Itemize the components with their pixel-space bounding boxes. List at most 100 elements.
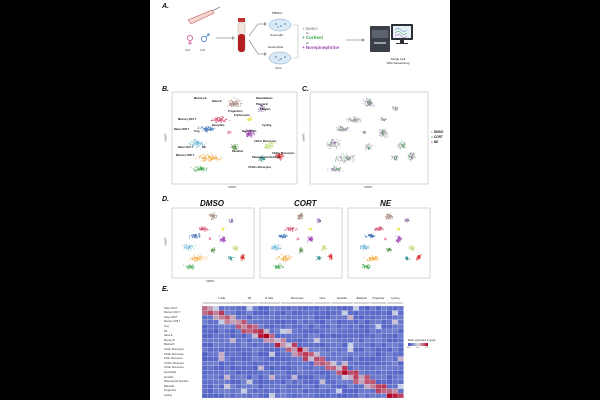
cluster-label: Plasma B bbox=[256, 103, 268, 106]
heatmap-cell bbox=[229, 393, 236, 399]
umap-cell-point bbox=[330, 257, 333, 259]
heatmap-cell bbox=[364, 338, 371, 343]
umap-cell-point bbox=[194, 245, 196, 247]
umap-cell-point bbox=[214, 158, 216, 160]
heatmap-cell bbox=[297, 370, 303, 376]
umap-cell-point bbox=[395, 107, 397, 109]
heatmap-cell bbox=[341, 319, 348, 325]
heatmap-cell bbox=[369, 365, 376, 371]
umap-cell-point bbox=[194, 258, 197, 260]
colorbar-tick-2: 2.0 bbox=[425, 347, 429, 349]
heatmap-cell bbox=[280, 319, 287, 325]
heatmap-cell bbox=[336, 351, 343, 357]
umap-cell-point bbox=[360, 247, 362, 250]
heatmap-cell bbox=[336, 324, 343, 330]
heatmap-cell bbox=[241, 388, 247, 394]
umap-cell-point bbox=[326, 141, 329, 143]
heatmap-cell bbox=[229, 342, 236, 348]
heatmap-cell bbox=[308, 361, 315, 366]
heatmap-cell bbox=[280, 393, 287, 399]
umap-cell-point bbox=[364, 147, 366, 149]
umap-cell-point bbox=[186, 265, 188, 267]
heatmap-cell bbox=[201, 324, 208, 330]
pbmc-dish-icon bbox=[268, 18, 292, 32]
heatmap-cell bbox=[224, 361, 231, 366]
umap-cell-point bbox=[281, 237, 284, 239]
heatmap-group-label: Basophil bbox=[356, 297, 367, 300]
umap-cell-point bbox=[335, 127, 337, 129]
umap-cell-point bbox=[418, 256, 421, 258]
umap-cell-point bbox=[233, 248, 235, 250]
umap-cell-point bbox=[367, 245, 369, 247]
umap-cell-point bbox=[335, 168, 337, 171]
umap-cell-point bbox=[201, 158, 203, 160]
umap-cell-point bbox=[186, 243, 188, 245]
heatmap-cell bbox=[302, 379, 309, 385]
umap-cell-point bbox=[364, 267, 366, 269]
umap-cell-point bbox=[195, 170, 197, 172]
umap-cell-point bbox=[250, 131, 252, 133]
heatmap-cell bbox=[235, 379, 242, 385]
umap-cell-point bbox=[340, 156, 342, 158]
umap-cell-point bbox=[220, 157, 222, 159]
heatmap-cell bbox=[302, 384, 309, 389]
heatmap-cell bbox=[358, 342, 365, 348]
umap-cell-point bbox=[204, 169, 206, 171]
umap-cell-point bbox=[335, 139, 338, 141]
umap-cell-point bbox=[207, 155, 209, 157]
heatmap-group-label: Dendritic bbox=[336, 297, 348, 300]
umap-cell-point bbox=[400, 148, 402, 150]
heatmap-cell bbox=[229, 361, 236, 366]
umap-cell-point bbox=[377, 227, 380, 229]
heatmap-cell bbox=[297, 365, 303, 371]
umap-cell-point bbox=[363, 132, 365, 134]
umap-cell-point bbox=[191, 259, 193, 261]
umap-cell-point bbox=[329, 144, 331, 146]
umap-cell-point bbox=[370, 148, 372, 150]
umap-cell-point bbox=[246, 131, 248, 133]
umap-cell-point bbox=[212, 129, 214, 131]
umap-cell-point bbox=[365, 236, 367, 238]
umap-cell-point bbox=[404, 147, 406, 149]
umap-cell-point bbox=[296, 228, 298, 231]
umap-cell-point bbox=[205, 127, 207, 129]
umap-cell-point bbox=[399, 238, 401, 240]
umap-cell-point bbox=[224, 119, 226, 122]
umap-cell-point bbox=[213, 157, 215, 159]
umap-cell-point bbox=[401, 144, 403, 146]
umap-cell-point bbox=[323, 248, 325, 250]
umap-cell-point bbox=[264, 109, 266, 111]
umap-cell-point bbox=[219, 241, 221, 243]
umap-cell-point bbox=[393, 159, 395, 161]
umap-cell-point bbox=[283, 259, 285, 261]
umap-cell-point bbox=[204, 154, 206, 156]
heatmap-cell bbox=[201, 393, 208, 399]
umap-cell-point bbox=[207, 154, 209, 156]
heatmap-cell bbox=[291, 370, 298, 376]
umap-cell-point bbox=[191, 258, 193, 260]
umap-cell-point bbox=[379, 134, 381, 136]
umap-cell-point bbox=[198, 169, 201, 171]
umap-cell-point bbox=[396, 239, 398, 241]
umap-cell-point bbox=[361, 246, 363, 248]
heatmap-cell bbox=[263, 351, 270, 357]
umap-cell-point bbox=[262, 107, 264, 109]
umap-cell-point bbox=[385, 214, 388, 216]
heatmap-cell bbox=[392, 356, 399, 362]
heatmap-cell bbox=[269, 374, 275, 380]
heatmap-cell bbox=[207, 356, 214, 362]
heatmap-cell bbox=[313, 388, 320, 394]
heatmap-cell bbox=[291, 393, 298, 399]
umap-cell-point bbox=[357, 119, 359, 121]
umap-cell-point bbox=[379, 132, 381, 134]
umap-cell-point bbox=[193, 256, 195, 258]
heatmap-cell bbox=[325, 315, 331, 320]
umap-cell-point bbox=[375, 259, 377, 261]
umap-cell-point bbox=[202, 144, 204, 146]
heatmap-cell bbox=[325, 305, 331, 311]
heatmap-cell bbox=[235, 384, 242, 389]
heatmap-cell bbox=[291, 384, 298, 389]
umap-cell-point bbox=[212, 250, 214, 252]
umap-cell-point bbox=[329, 253, 331, 256]
cluster-label: Erythrocytes bbox=[234, 114, 250, 117]
